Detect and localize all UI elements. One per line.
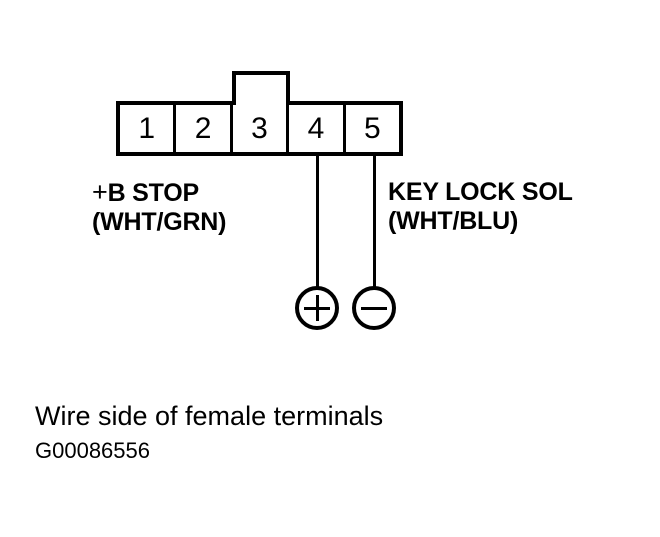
terminal-number-4: 4	[307, 111, 325, 145]
wire-label-key-lock-sol-text: KEY LOCK SOL	[388, 178, 573, 206]
wire-label-b-stop: +B STOP (WHT/GRN)	[92, 178, 226, 237]
test-point-positive-icon	[295, 286, 339, 330]
connector-body: 1 2 3 4 5	[116, 101, 403, 156]
figure-id: G00086556	[35, 438, 150, 463]
test-point-negative-icon	[352, 286, 396, 330]
wire-from-terminal-5	[373, 153, 376, 289]
terminal-number-1: 1	[138, 111, 156, 145]
wire-from-terminal-4	[316, 153, 319, 289]
diagram-caption: Wire side of female terminals	[35, 401, 384, 431]
terminal-number-2: 2	[194, 111, 212, 145]
terminal-number-3: 3	[251, 111, 268, 145]
terminal-number-5: 5	[363, 111, 381, 145]
terminal-cell-1: 1	[120, 105, 177, 152]
wire-label-b-stop-name: +B STOP	[92, 178, 226, 208]
wire-label-b-stop-text: B STOP	[107, 179, 200, 207]
connector-lock-tab	[232, 71, 290, 105]
terminal-cell-2: 2	[176, 105, 233, 152]
plus-prefix-icon: +	[92, 177, 108, 207]
wire-label-b-stop-color: (WHT/GRN)	[92, 208, 227, 236]
wire-label-key-lock-sol: KEY LOCK SOL (WHT/BLU)	[388, 178, 573, 236]
minus-horizontal-stroke	[361, 307, 387, 310]
terminal-cell-5: 5	[346, 105, 399, 152]
wire-label-key-lock-sol-color: (WHT/BLU)	[388, 207, 519, 235]
terminal-cell-4: 4	[289, 105, 346, 152]
terminal-cell-3: 3	[233, 105, 290, 152]
plus-vertical-stroke	[316, 295, 319, 321]
